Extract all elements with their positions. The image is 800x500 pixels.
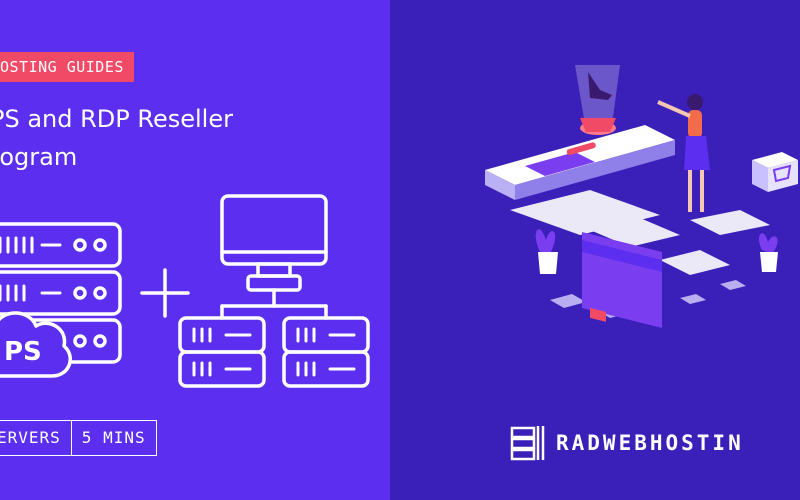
brand-name: RADWEBHOSTIN (556, 431, 744, 455)
category-tag[interactable]: OSTING GUIDES (0, 52, 134, 82)
meta-category[interactable]: ERVERS (0, 428, 61, 447)
title-line-1: PS and RDP Reseller (0, 105, 233, 133)
network-server-icon (178, 316, 370, 388)
cloud-label: PS (4, 337, 42, 367)
brand-logo-icon (510, 426, 545, 461)
brand-logo[interactable]: RADWEBHOSTIN (510, 424, 744, 462)
right-panel: RADWEBHOSTIN (390, 0, 800, 500)
meta-read-time: 5 MINS (70, 421, 156, 455)
server-rack-icon (0, 222, 122, 364)
cloud-icon (0, 311, 72, 378)
ecommerce-isometric-illustration (485, 65, 798, 328)
computer-monitor-icon (220, 194, 328, 320)
servers-illustration: PS (0, 194, 370, 388)
meta-box: ERVERS 5 MINS (0, 420, 157, 456)
plus-icon (140, 268, 190, 318)
